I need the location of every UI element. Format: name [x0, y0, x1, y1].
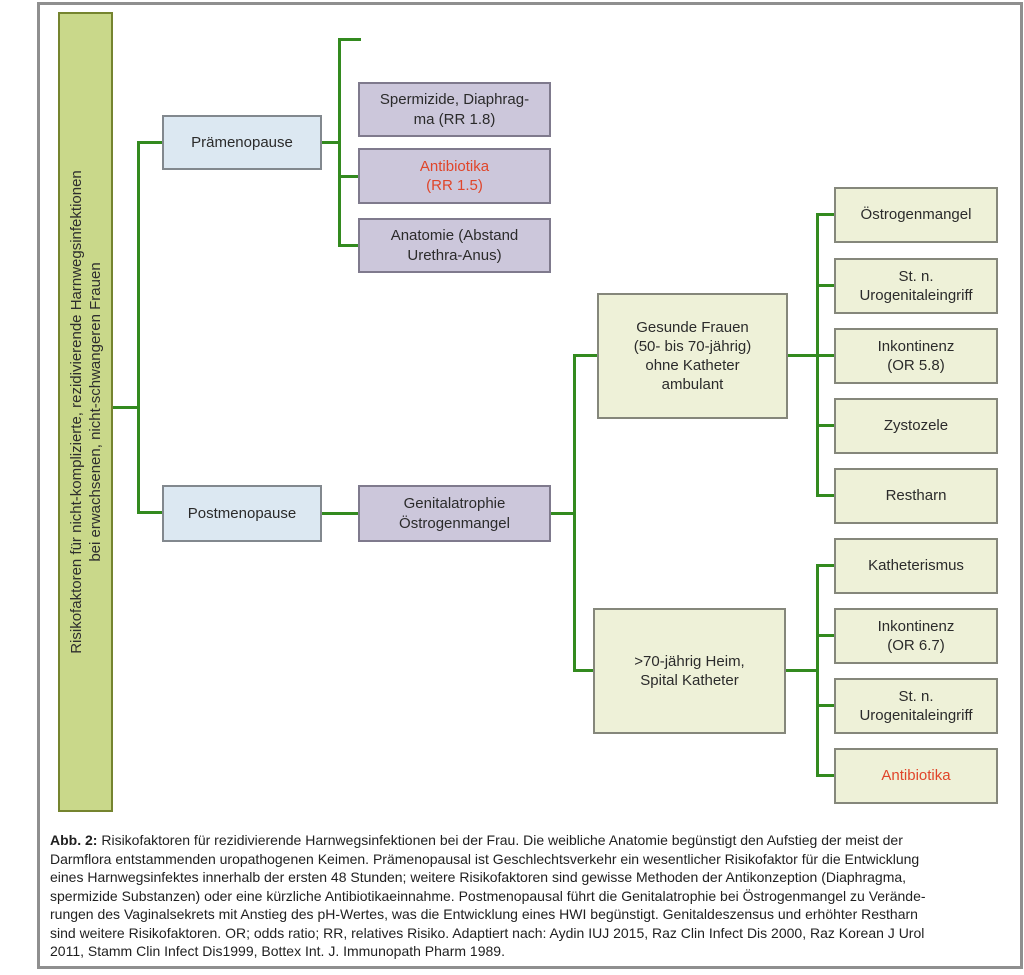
figure-frame [37, 2, 1023, 969]
node-spermizide-diaphragma: Spermizide, Diaphrag- ma (RR 1.8) [358, 82, 551, 137]
connector-trunk-pre [338, 38, 341, 247]
connector-to-stn2 [816, 704, 834, 707]
connector-to-heim [573, 669, 595, 672]
node-heim-spital: >70-jährig Heim, Spital Katheter [593, 608, 786, 734]
node-postmenopause: Postmenopause [162, 485, 322, 542]
caption-line-1: Abb. 2: Risikofaktoren für rezidivierend… [50, 831, 1016, 850]
node-oestrogenmangel: Östrogenmangel [834, 187, 998, 243]
connector-trunk-left [137, 141, 140, 514]
connector-to-postmenopause [137, 511, 164, 514]
connector-top-bracket [338, 38, 361, 41]
connector-pramenopause-out [322, 141, 340, 144]
caption-line-7: 2011, Stamm Clin Infect Dis1999, Bottex … [50, 943, 505, 959]
node-antibiotika-post: Antibiotika [834, 748, 998, 804]
connector-to-gesunde [573, 354, 599, 357]
connector-to-katheterismus [816, 564, 834, 567]
connector-postmenopause-genital [322, 512, 360, 515]
caption-line-6: sind weitere Risikofaktoren. OR; odds ra… [50, 924, 925, 941]
node-antibiotika-pre: Antibiotika (RR 1.5) [358, 148, 551, 204]
connector-to-oestrogenmangel [816, 213, 834, 216]
connector-to-anatomie [338, 244, 360, 247]
node-inkontinenz-or58: Inkontinenz (OR 5.8) [834, 328, 998, 384]
caption-line-4: spermizide Substanzen) oder eine kürzlic… [50, 887, 926, 904]
node-st-n-urogenitaleingriff-2: St. n. Urogenitaleingriff [834, 678, 998, 734]
caption-line-5: rungen des Vaginalsekrets mit Anstieg de… [50, 906, 918, 922]
node-pramenopause: Prämenopause [162, 115, 322, 170]
connector-to-inkontinenz2 [816, 634, 834, 637]
connector-trunk-post [573, 354, 576, 671]
node-zystozele: Zystozele [834, 398, 998, 454]
connector-to-stn1 [816, 284, 834, 287]
connector-trunk-right-top [816, 213, 819, 497]
node-inkontinenz-or67: Inkontinenz (OR 6.7) [834, 608, 998, 664]
connector-sidebar-trunk [113, 406, 138, 409]
node-st-n-urogenitaleingriff-1: St. n. Urogenitaleingriff [834, 258, 998, 314]
caption-line-2: Darmflora entstammenden uropathogenen Ke… [50, 850, 920, 867]
connector-to-pramenopause [137, 141, 164, 144]
node-restharn: Restharn [834, 468, 998, 524]
connector-to-restharn [816, 494, 834, 497]
caption-line-1-text: Risikofaktoren für rezidivierende Harnwe… [97, 832, 903, 848]
node-gesunde-frauen: Gesunde Frauen (50- bis 70-jährig) ohne … [597, 293, 788, 419]
connector-to-antibiotika-pre [338, 175, 360, 178]
connector-to-zystozele [816, 424, 834, 427]
node-katheterismus: Katheterismus [834, 538, 998, 594]
node-anatomie: Anatomie (Abstand Urethra-Anus) [358, 218, 551, 273]
caption-figure-label: Abb. 2: [50, 832, 98, 848]
connector-to-antibiotika-post [816, 774, 834, 777]
figure-caption: Abb. 2: Risikofaktoren für rezidivierend… [50, 831, 1016, 961]
node-genitalatrophie: Genitalatrophie Östrogenmangel [358, 485, 551, 542]
connector-heim-out [785, 669, 818, 672]
connector-trunk-right-bottom [816, 564, 819, 777]
connector-genital-out [550, 512, 575, 515]
sidebar-category-bar: Risikofaktoren für nicht-komplizierte, r… [58, 12, 113, 812]
sidebar-label: Risikofaktoren für nicht-komplizierte, r… [67, 170, 104, 654]
caption-line-3: eines Harnwegsinfektes innerhalb der ers… [50, 869, 907, 885]
connector-gesunde-out [787, 354, 834, 357]
